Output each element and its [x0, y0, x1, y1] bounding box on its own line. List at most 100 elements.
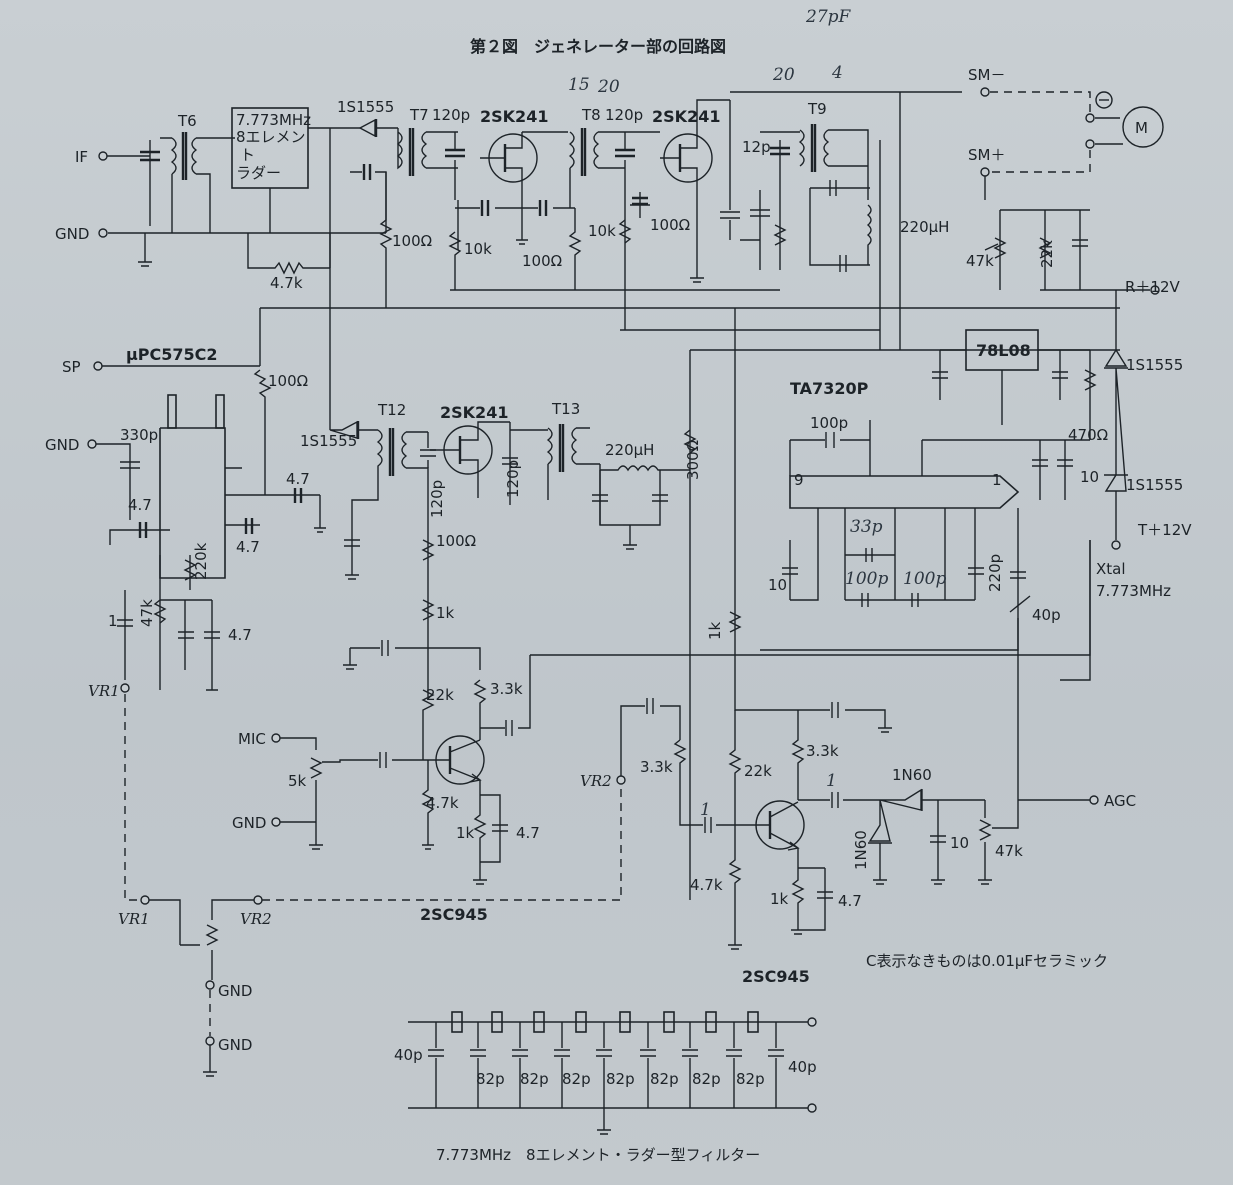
ladder-c-82p: 82p — [562, 1070, 591, 1088]
motor-polarity-minus — [1095, 91, 1113, 109]
sm-minus-terminal[interactable] — [980, 87, 990, 97]
if-terminal[interactable] — [98, 151, 108, 161]
c-1-label: 1 — [826, 771, 837, 791]
ic-upc575c2-label: μPC575C2 — [126, 345, 218, 364]
c-10-label: 10 — [768, 576, 787, 594]
c-4-7-label: 4.7 — [838, 892, 862, 910]
handwritten-note: 20 — [597, 77, 620, 97]
ladder-output-terminal[interactable] — [807, 1017, 817, 1027]
r-10k-label: 10k — [464, 240, 492, 258]
t6-label: T6 — [177, 112, 197, 130]
r-100-label: 100Ω — [650, 216, 690, 234]
handwritten-note: 100p — [845, 569, 888, 589]
agc-terminal[interactable] — [1089, 795, 1099, 805]
rf-stage-1: T7 120p 2SK241 10k 100Ω — [396, 106, 582, 290]
vr-control: VR1 VR2 GND GND — [118, 786, 622, 1077]
c-4-7-label: 4.7 — [516, 824, 540, 842]
diode-1n60-label: 1N60 — [892, 766, 932, 784]
sp-terminal[interactable] — [93, 361, 103, 371]
c-330p-label: 330p — [120, 426, 158, 444]
ladder-filter-diagram: 40p 82p 82p 82p 82p 82p 82p 82p 40p 7.77… — [394, 1011, 817, 1164]
t13-label: T13 — [551, 400, 580, 418]
ladder-gnd-terminal[interactable] — [807, 1103, 817, 1113]
c-4-7-label: 4.7 — [228, 626, 252, 644]
diode-1s1555-label: 1S1555 — [300, 432, 357, 450]
handwritten-note: 27pF — [805, 7, 852, 27]
handwritten-note: 33p — [850, 517, 883, 537]
r-300-label: 300Ω — [684, 440, 702, 480]
diode-1s1555-label: 1S1555 — [337, 98, 394, 116]
c-220p-label: 220p — [986, 554, 1004, 592]
rf-stage-2: T8 120p 2SK241 100Ω 10k — [522, 99, 787, 330]
transistor-2sc945-label: 2SC945 — [420, 905, 488, 924]
ladder-c-end-left: 40p — [394, 1046, 423, 1064]
gnd-label: GND — [218, 982, 252, 1000]
xtal-freq-label: 7.773MHz — [1096, 582, 1171, 600]
af-amp-section: μPC575C2 SP 100Ω GND 330p 4.7 4.7 4.7 22… — [45, 308, 326, 901]
c-1-label: 1 — [108, 612, 118, 630]
c-4-7-label: 4.7 — [286, 470, 310, 488]
ic-ta7320p-label: TA7320P — [790, 379, 869, 398]
r-22k-label: 22k — [744, 762, 772, 780]
t12-label: T12 — [377, 401, 406, 419]
handwritten-note: 20 — [772, 65, 795, 85]
vr2-label: VR2 — [580, 772, 612, 790]
r-22k-label: 22k — [1038, 240, 1056, 268]
vr2-label: VR2 — [240, 910, 272, 928]
ta7320p-section: TA7320P 78L08 470Ω 9 1 100p 10 10 33p 10… — [706, 308, 1192, 681]
ladder-c-end-right: 40p — [788, 1058, 817, 1076]
sp-label: SP — [62, 358, 81, 376]
t12v-terminal[interactable] — [1111, 540, 1121, 550]
c-100p-label: 100p — [810, 414, 848, 432]
pin-9-label: 9 — [794, 471, 804, 489]
handwritten-note: 100p — [903, 569, 946, 589]
pin-1-label: 1 — [992, 471, 1002, 489]
if-input-stage: IF GND T6 7.773MHz 8エレメン ト ラダー 4.7k 1S15… — [55, 98, 432, 430]
r-4-7k-label: 4.7k — [270, 274, 303, 292]
mic-label: MIC — [238, 730, 266, 748]
motor-m-label: M — [1135, 119, 1148, 137]
pot-5k-label: 5k — [288, 772, 307, 790]
gnd-label: GND — [232, 814, 266, 832]
ladder-c-82p: 82p — [476, 1070, 505, 1088]
motor-symbol — [1122, 106, 1164, 148]
figure-title: 第２図 ジェネレーター部の回路図 — [470, 37, 726, 56]
pot-47k-label: 47k — [995, 842, 1023, 860]
output-stage: 12p T9 220μH SM－ M SM＋ 47k 22k — [730, 66, 1181, 350]
ladder-c-82p: 82p — [736, 1070, 765, 1088]
ladder-c-82p: 82p — [606, 1070, 635, 1088]
mic-terminal[interactable] — [271, 733, 281, 743]
r-47k-label: 47k — [138, 599, 156, 627]
inductor-220uh-label: 220μH — [605, 441, 654, 459]
c-120p-label: 120p — [428, 480, 446, 518]
inductor-220uh-label: 220μH — [900, 218, 949, 236]
vr2-terminal[interactable] — [616, 775, 626, 785]
r-4-7k-label: 4.7k — [690, 876, 723, 894]
crystal-chain — [451, 1011, 759, 1033]
gnd-terminal[interactable] — [205, 1036, 215, 1046]
sm-plus-terminal[interactable] — [980, 167, 990, 177]
r-100-label: 100Ω — [268, 372, 308, 390]
r12v-label: R＋12V — [1125, 278, 1181, 296]
transistor-2sc945-label: 2SC945 — [742, 967, 810, 986]
fet-2sk241-label: 2SK241 — [652, 107, 720, 126]
r-100-label: 100Ω — [392, 232, 432, 250]
r-3-3k-label: 3.3k — [490, 680, 523, 698]
c-10-label: 10 — [1080, 468, 1099, 486]
r-3-3k-label: 3.3k — [640, 758, 673, 776]
r-220k-label: 220k — [192, 542, 210, 580]
r-22k-label: 22k — [426, 686, 454, 704]
gnd-terminal[interactable] — [205, 980, 215, 990]
xtal-label: Xtal — [1096, 560, 1126, 578]
c-120p-label: 120p — [432, 106, 470, 124]
gnd-terminal[interactable] — [87, 439, 97, 449]
r-100-label: 100Ω — [436, 532, 476, 550]
r12v-terminal[interactable] — [1150, 285, 1160, 295]
gnd-terminal[interactable] — [271, 817, 281, 827]
r-3-3k-label: 3.3k — [806, 742, 839, 760]
regulator-78l08-label: 78L08 — [976, 341, 1031, 360]
c-10-label: 10 — [950, 834, 969, 852]
gnd-terminal[interactable] — [98, 228, 108, 238]
t12v-label: T＋12V — [1137, 521, 1192, 539]
